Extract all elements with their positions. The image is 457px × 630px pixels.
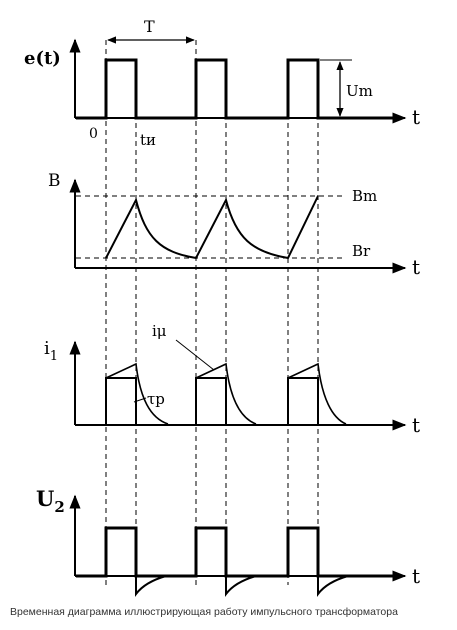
- b-section: B Bm Br t: [48, 171, 420, 279]
- u-axis-label: U2: [36, 486, 65, 516]
- e-axis-label: e(t): [24, 48, 61, 69]
- magnetizing-current-curve: [105, 362, 347, 425]
- u-time-label: t: [412, 564, 420, 588]
- i-axis-subscript: 1: [50, 349, 58, 364]
- pulse-transformer-timing-diagram: T e(t) Um 0 tи t B Bm Br t i1 iμ τp t U: [24, 17, 420, 597]
- bm-label: Bm: [352, 187, 377, 205]
- vertical-guide-lines: [105, 40, 319, 585]
- i-current-curve: [105, 377, 319, 425]
- tau-p-label: τp: [147, 390, 165, 408]
- period-label: T: [144, 17, 155, 36]
- i-mu-label: iμ: [152, 322, 167, 340]
- b-time-label: t: [412, 255, 420, 279]
- figure-caption: Временная диаграмма иллюстрирующая работ…: [10, 606, 398, 618]
- i-time-label: t: [412, 413, 420, 437]
- b-axis-label: B: [48, 171, 61, 191]
- u-backswing-curve: [135, 575, 349, 597]
- e-section: T e(t) Um 0 tи t: [24, 17, 420, 149]
- e-pulse-train: [76, 58, 395, 120]
- e-time-label: t: [412, 105, 420, 129]
- br-label: Br: [352, 242, 371, 260]
- pulse-width-label: tи: [140, 131, 156, 149]
- i-mu-leader: [175, 339, 215, 371]
- u-axis-subscript: 2: [54, 498, 64, 516]
- origin-label: 0: [89, 126, 98, 142]
- i-axis-label: i1: [44, 338, 58, 364]
- u-axis-letter: U: [36, 486, 54, 511]
- tau-p-leader: [133, 397, 147, 403]
- u-pulse-train: [76, 526, 395, 578]
- b-curve: [105, 195, 319, 260]
- i-axis-letter: i: [44, 338, 50, 359]
- u-section: U2 t: [36, 486, 420, 597]
- amplitude-label: Um: [346, 82, 373, 100]
- i-section: i1 iμ τp t: [44, 322, 420, 437]
